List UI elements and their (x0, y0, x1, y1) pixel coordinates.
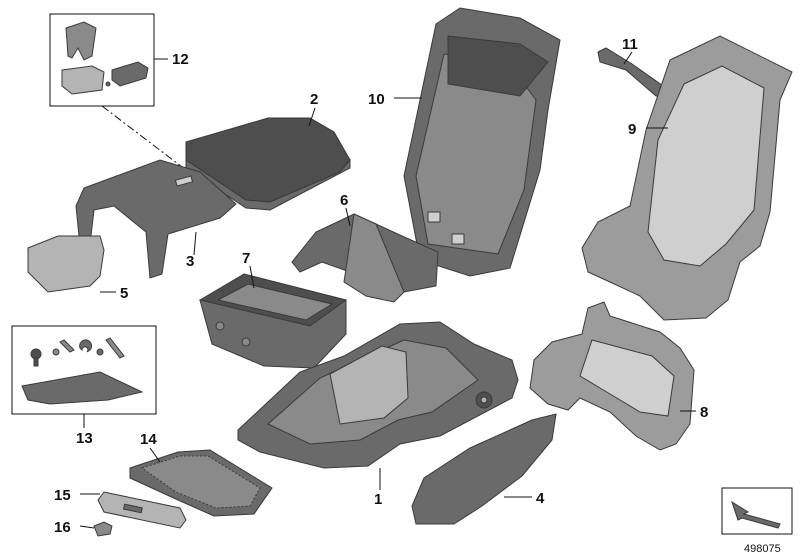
part-7-bin-inner (216, 283, 334, 321)
part-16-leader (79, 525, 95, 529)
part-16-clip (93, 521, 113, 537)
part-6-trim-flange (343, 213, 405, 303)
part-3-leader (193, 231, 197, 256)
part-label-5: 5 (120, 285, 128, 302)
part-1-console-knob-center (480, 396, 488, 404)
part-10-window-2 (451, 233, 465, 245)
part-label-15: 15 (54, 487, 71, 504)
part-14-mesh-surface (140, 455, 261, 509)
part-label-16: 16 (54, 519, 71, 536)
part-4-side-cover (411, 413, 557, 525)
part-7-bin-screw-hole (215, 321, 225, 331)
part-3-cover-slot (174, 175, 194, 187)
part-7-storage-bin-body (199, 299, 347, 369)
clip-part (79, 339, 93, 353)
part-1-console-wall (329, 345, 409, 425)
latch-pin-part (105, 81, 111, 87)
latch-button-part (111, 61, 149, 87)
part-13-detail-group (11, 325, 157, 415)
part-label-13: 13 (76, 430, 93, 447)
part-label-2: 2 (310, 91, 318, 108)
part-14-leader (149, 447, 161, 463)
part-label-1: 1 (374, 491, 382, 508)
part-label-14: 14 (140, 431, 157, 448)
part-11-leader (623, 51, 633, 65)
part-15-trim-slot (122, 503, 143, 514)
part-11-bracket (597, 47, 667, 97)
part-12-dashdot-line (101, 105, 187, 171)
orientation-symbol (721, 487, 793, 535)
document-number: 498075 (744, 543, 781, 555)
part-label-9: 9 (628, 121, 636, 138)
orientation-arrow-icon (731, 500, 781, 529)
part-label-3: 3 (186, 253, 194, 270)
part-label-10: 10 (368, 91, 385, 108)
part-7-leader (249, 265, 255, 289)
part-9-frame-opening (647, 65, 765, 267)
part-label-4: 4 (536, 490, 545, 507)
washer-part (96, 348, 104, 356)
part-label-7: 7 (242, 250, 250, 267)
screw-shank-part (33, 357, 39, 367)
part-label-11: 11 (622, 36, 638, 53)
part-label-6: 6 (340, 192, 348, 209)
part-label-12: 12 (172, 51, 189, 68)
latch-housing-part (61, 65, 105, 95)
part-7-bin-screw-hole-2 (241, 337, 251, 347)
part-5-trim-panel (27, 235, 105, 293)
nut-part (52, 348, 60, 356)
part-10-window-1 (427, 211, 441, 223)
orientation-box (721, 487, 793, 535)
pad-part (21, 371, 144, 405)
latch-clip-part (65, 21, 97, 61)
part-8-frame-opening (579, 339, 675, 417)
part-label-8: 8 (700, 404, 708, 421)
part-12-detail-group (49, 13, 155, 107)
spring-part (59, 339, 75, 353)
part-10-backrest-top (447, 35, 549, 97)
part-6-leader (345, 207, 351, 227)
pin-part (105, 337, 125, 359)
part-2-leader (308, 107, 316, 127)
